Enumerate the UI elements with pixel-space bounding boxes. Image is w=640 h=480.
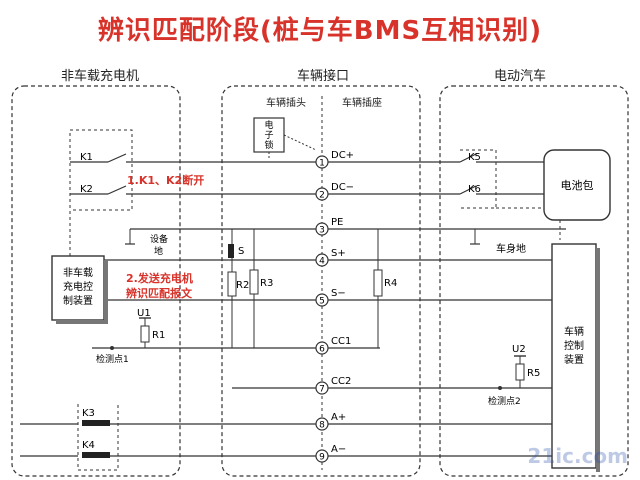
pin-9-circle xyxy=(315,449,329,463)
pin-2-number: 2 xyxy=(319,191,325,201)
vehicle-section-box xyxy=(439,85,629,477)
r5-label: R5 xyxy=(527,368,540,379)
interface-section-box xyxy=(221,85,421,477)
u2-label: U2 xyxy=(512,344,526,355)
charger-ctrl-line1: 非车载 xyxy=(63,266,93,279)
pin-7-label: CC2 xyxy=(331,376,351,387)
pin-1-label: DC+ xyxy=(331,150,354,161)
vehicle-ctrl-line1: 车辆 xyxy=(564,325,584,338)
test-point-1: 检测点1 xyxy=(96,353,129,365)
r2-resistor xyxy=(227,271,237,297)
pin-5-circle xyxy=(315,293,329,307)
annotation-step2-line1: 2.发送充电机 xyxy=(126,271,193,285)
vehicle-controller-box xyxy=(551,243,597,469)
r1-resistor xyxy=(140,325,150,343)
charger-section-label: 非车载充电机 xyxy=(61,68,139,84)
watermark: 21ic.com xyxy=(527,444,628,468)
u1-label: U1 xyxy=(137,308,151,319)
pin-4-number: 4 xyxy=(319,257,325,267)
elock-char-2: 子 xyxy=(264,130,273,141)
charger-section-box xyxy=(11,85,181,477)
r3-resistor xyxy=(249,269,259,295)
s-switch xyxy=(228,244,234,258)
r5-resistor xyxy=(515,363,525,381)
charger-ctrl-line3: 制装置 xyxy=(63,294,93,307)
pin-4-label: S+ xyxy=(331,248,346,259)
r1-label: R1 xyxy=(152,330,165,341)
charger-controller-box xyxy=(51,255,105,321)
r4-resistor xyxy=(373,269,383,297)
s-label: S xyxy=(238,246,244,257)
annotation-step2-line2: 辨识匹配报文 xyxy=(126,286,193,300)
device-ground-1: 设备 xyxy=(150,233,168,245)
page-title: 辨识匹配阶段(桩与车BMS互相识别) xyxy=(97,16,543,46)
pin-2-circle xyxy=(315,187,329,201)
pin-9-number: 9 xyxy=(319,453,325,463)
pin-6-label: CC1 xyxy=(331,336,351,347)
k2-label: K2 xyxy=(80,184,93,195)
r2-label: R2 xyxy=(236,280,249,291)
elock-char-3: 锁 xyxy=(264,139,273,151)
body-ground-label: 车身地 xyxy=(496,242,526,255)
vehicle-section-label: 电动汽车 xyxy=(494,68,546,84)
k3-switch xyxy=(82,420,110,426)
vehicle-ctrl-line3: 装置 xyxy=(564,353,584,366)
pin-5-number: 5 xyxy=(319,297,325,307)
annotation-step1: 1.K1、K2断开 xyxy=(127,173,204,187)
k6-label: K6 xyxy=(468,184,481,195)
pin-4-circle xyxy=(315,253,329,267)
elock-char-1: 电 xyxy=(264,119,273,131)
pin-1-number: 1 xyxy=(319,159,325,169)
pin-7-number: 7 xyxy=(319,385,325,395)
k5-label: K5 xyxy=(468,152,481,163)
interface-section-label: 车辆接口 xyxy=(297,68,349,84)
k4-switch xyxy=(82,452,110,458)
test-point-2: 检测点2 xyxy=(488,395,521,407)
device-ground-2: 地 xyxy=(154,245,163,257)
battery-label: 电池包 xyxy=(561,179,594,192)
k4-label: K4 xyxy=(82,440,95,451)
pin-3-number: 3 xyxy=(319,226,325,236)
r3-label: R3 xyxy=(260,278,273,289)
battery-pack xyxy=(543,149,611,221)
pin-8-circle xyxy=(315,417,329,431)
k3-label: K3 xyxy=(82,408,95,419)
pin-7-circle xyxy=(315,381,329,395)
pin-6-circle xyxy=(315,341,329,355)
pin-2-label: DC− xyxy=(331,182,354,193)
r4-label: R4 xyxy=(384,278,397,289)
socket-label: 车辆插座 xyxy=(342,96,382,109)
pin-9-label: A− xyxy=(331,444,346,455)
plug-label: 车辆插头 xyxy=(266,96,306,109)
connector-pins: 1 DC+ 2 DC− 3 PE 4 S+ 5 S− 6 CC1 7 CC2 8 A+ 9 A− xyxy=(315,150,354,463)
vehicle-ctrl-line2: 控制 xyxy=(564,339,584,352)
pin-5-label: S− xyxy=(331,288,346,299)
charger-ctrl-line2: 充电控 xyxy=(63,280,93,293)
pin-6-number: 6 xyxy=(319,345,325,355)
pin-1-circle xyxy=(315,155,329,169)
k1-label: K1 xyxy=(80,152,93,163)
pin-3-circle xyxy=(315,222,329,236)
pin-8-label: A+ xyxy=(331,412,346,423)
pin-8-number: 8 xyxy=(319,421,325,431)
pin-3-label: PE xyxy=(331,217,343,228)
